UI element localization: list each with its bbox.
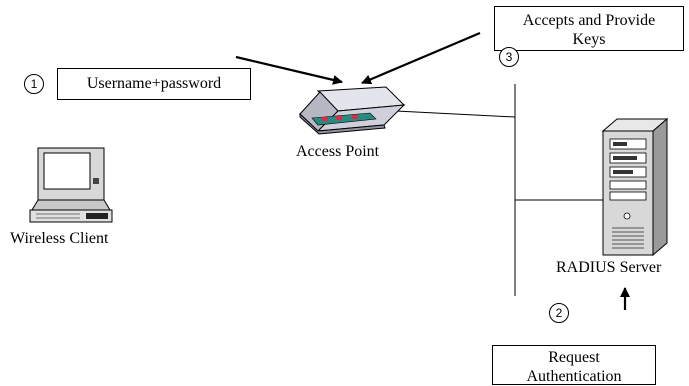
step-1-label: Username+password — [86, 75, 222, 92]
step-1-label-box: Username+password — [57, 68, 251, 100]
step-2-label-box: Request Authentication — [492, 345, 656, 385]
step-3-badge: 3 — [499, 47, 519, 67]
step-3-label: Accepts and Provide Keys — [522, 12, 656, 49]
step-3-label-box: Accepts and Provide Keys — [494, 6, 684, 51]
step-1-badge: 1 — [24, 74, 44, 94]
step-2-label: Request Authentication — [526, 349, 622, 386]
radius-server-label: RADIUS Server — [556, 259, 662, 276]
access-point-icon — [299, 86, 406, 135]
server-tower-icon — [601, 117, 669, 257]
laptop-icon — [29, 147, 113, 223]
wireless-client-label: Wireless Client — [10, 230, 109, 247]
access-point-label: Access Point — [296, 143, 380, 160]
arrow-client-to-ap — [235, 55, 343, 85]
arrow-keys-to-ap — [361, 31, 481, 85]
step-2-badge: 2 — [549, 303, 569, 323]
ap-to-backbone-line — [395, 110, 516, 118]
